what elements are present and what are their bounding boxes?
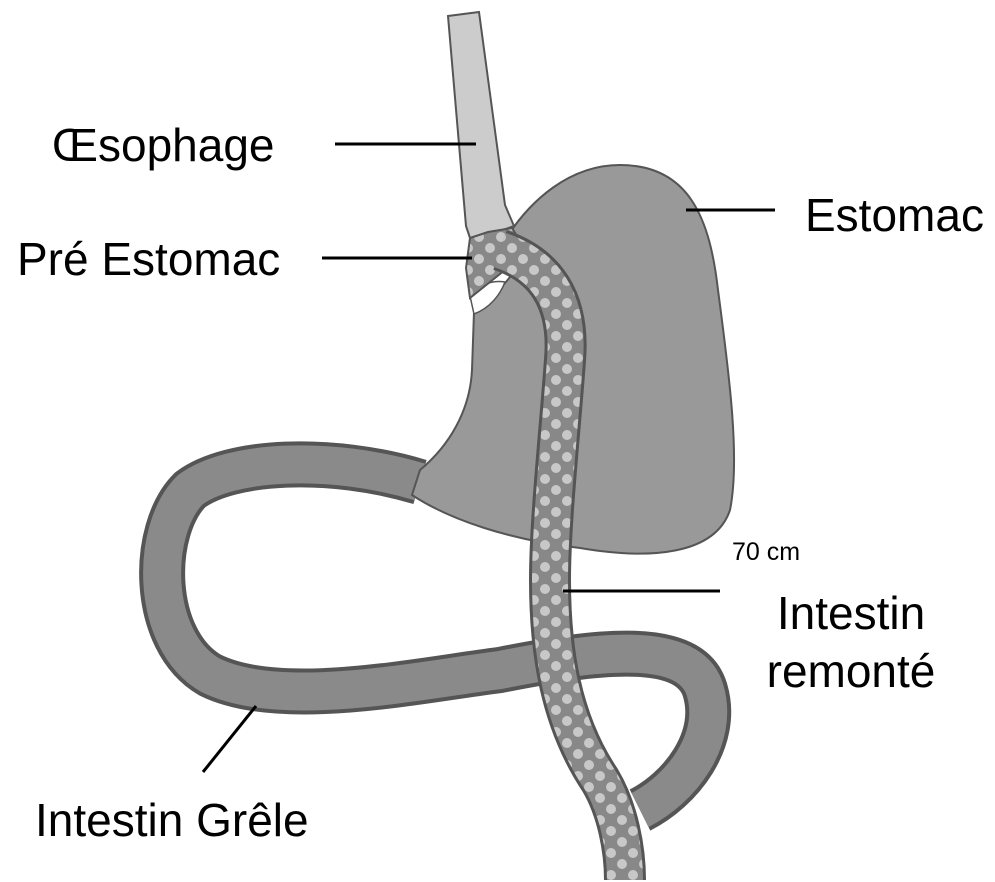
label-intestin-grele: Intestin Grêle xyxy=(35,797,309,843)
label-intestin-remonte-line1: Intestin xyxy=(766,590,936,636)
label-pre-estomac: Pré Estomac xyxy=(17,236,280,282)
label-length: 70 cm xyxy=(732,540,800,565)
label-estomac: Estomac xyxy=(805,192,984,238)
label-oesophage: Œsophage xyxy=(52,122,275,168)
label-intestin-remonte-line2: remonté xyxy=(760,648,942,694)
esophagus xyxy=(448,12,514,238)
leader-line-intestin-grele xyxy=(203,706,256,772)
